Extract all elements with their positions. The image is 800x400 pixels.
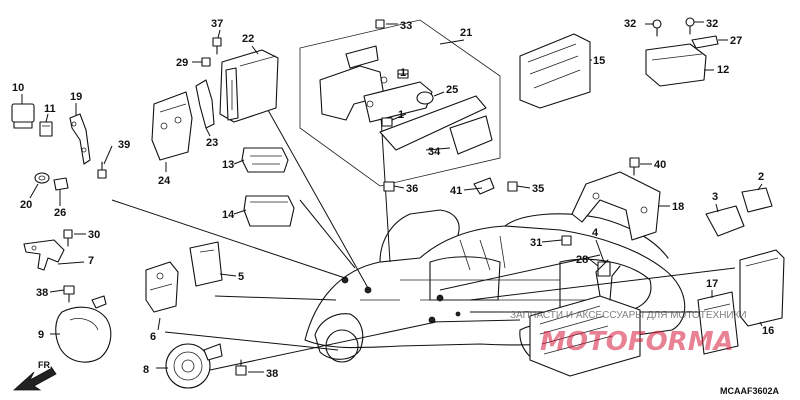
- bolt-part-30: [63, 229, 73, 247]
- callout-18: 18: [672, 201, 684, 213]
- motorcycle-illustration: [304, 209, 686, 369]
- clamp-part-41: [473, 177, 495, 195]
- callout-27: 27: [730, 35, 742, 47]
- bolt-part-36: [383, 181, 395, 192]
- callout-20: 20: [20, 199, 32, 211]
- front-label: FR.: [38, 360, 53, 370]
- bolt-part-35: [507, 181, 518, 192]
- callout-12: 12: [717, 64, 729, 76]
- callout-32a: 32: [624, 18, 636, 30]
- relay-part-10: [11, 103, 35, 129]
- callout-26: 26: [54, 207, 66, 219]
- callout-1b: 1: [398, 109, 404, 121]
- callout-13: 13: [222, 159, 234, 171]
- callout-ticks: [21, 21, 763, 373]
- callout-2: 2: [758, 171, 764, 183]
- bracket-part-23: [195, 79, 215, 129]
- callout-10: 10: [12, 82, 24, 94]
- cover-part-14: [243, 195, 295, 227]
- callout-7: 7: [88, 255, 94, 267]
- module-part-5: [189, 241, 223, 287]
- callout-14: 14: [222, 209, 235, 221]
- callout-25: 25: [446, 84, 458, 96]
- grommet-part-20: [34, 172, 50, 184]
- callout-39: 39: [118, 139, 130, 151]
- callout-11: 11: [44, 103, 56, 115]
- horn-part-8: [165, 343, 223, 389]
- screw-part-32-right: [685, 17, 695, 35]
- callout-30: 30: [88, 229, 100, 241]
- connector-part-13: [241, 147, 289, 173]
- callout-37: 37: [211, 18, 223, 30]
- callout-22: 22: [242, 33, 254, 45]
- bracket-part-7: [23, 239, 65, 271]
- bolt-part-29: [201, 57, 211, 67]
- callout-24: 24: [158, 175, 171, 187]
- callout-17: 17: [706, 278, 718, 290]
- ecu-part-15: [519, 33, 591, 109]
- callout-28: 28: [576, 254, 588, 266]
- bolt-part-38-upper: [63, 285, 75, 303]
- callout-38b: 38: [266, 368, 278, 380]
- bolt-part-40: [629, 157, 640, 176]
- callout-15: 15: [593, 55, 605, 67]
- watermark-logo: MOTOFORMA: [540, 327, 734, 357]
- module-part-12: [645, 43, 707, 87]
- bracket-assembly-part-21: [299, 19, 501, 187]
- front-arrow-icon: [12, 367, 57, 391]
- module-part-22: [219, 49, 279, 123]
- callout-41: 41: [450, 185, 462, 197]
- bracket-part-24: [151, 91, 193, 161]
- bolt-part-37: [212, 37, 222, 55]
- callout-33: 33: [400, 20, 412, 32]
- screw-part-32-left: [652, 19, 662, 37]
- callout-16: 16: [762, 325, 774, 337]
- regulator-part-4: [529, 259, 641, 377]
- callout-3: 3: [712, 191, 718, 203]
- watermark-text: ЗАПЧАСТИ И АКСЕССУАРЫ ДЛЯ МОТОТЕХНИКИ: [510, 310, 747, 321]
- callout-34: 34: [428, 146, 441, 158]
- callout-9: 9: [38, 329, 44, 341]
- horn-part-9: [55, 295, 112, 363]
- callout-38a: 38: [36, 287, 48, 299]
- callout-23: 23: [206, 137, 218, 149]
- callout-29: 29: [176, 57, 188, 69]
- callout-21: 21: [460, 27, 472, 39]
- connector-part-3: [705, 205, 745, 237]
- relay-part-11: [39, 121, 53, 137]
- callout-8: 8: [143, 364, 149, 376]
- callout-5: 5: [238, 271, 244, 283]
- key-part-27: [691, 35, 719, 49]
- callout-19: 19: [70, 91, 82, 103]
- cover-part-34: [449, 115, 493, 155]
- grommet-part-26: [53, 177, 69, 191]
- callout-40: 40: [654, 159, 666, 171]
- bolt-part-38-lower: [235, 359, 247, 376]
- bolt-part-33: [375, 19, 385, 29]
- holder-part-6: [145, 261, 179, 313]
- bracket-part-19: [69, 113, 91, 165]
- callout-35: 35: [532, 183, 544, 195]
- part-callouts: 1 1 2 3 4 5 6 7 8 9 10 11 12 13 14 15 16…: [12, 18, 774, 380]
- callout-4: 4: [592, 227, 599, 239]
- bolt-part-31: [561, 235, 572, 246]
- clip-part-1-lower: [381, 117, 393, 127]
- callout-31: 31: [530, 237, 542, 249]
- callout-36: 36: [406, 183, 418, 195]
- module-part-17: [697, 291, 739, 355]
- module-part-16: [739, 249, 785, 327]
- callout-1a: 1: [400, 67, 406, 79]
- connector-part-2: [741, 187, 773, 213]
- callout-32b: 32: [706, 18, 718, 30]
- diagram-code: MCAAF3602A: [720, 386, 780, 396]
- bracket-part-18: [571, 171, 661, 241]
- grommet-part-25: [416, 91, 434, 105]
- callout-6: 6: [150, 331, 156, 343]
- screw-part-39: [97, 161, 107, 179]
